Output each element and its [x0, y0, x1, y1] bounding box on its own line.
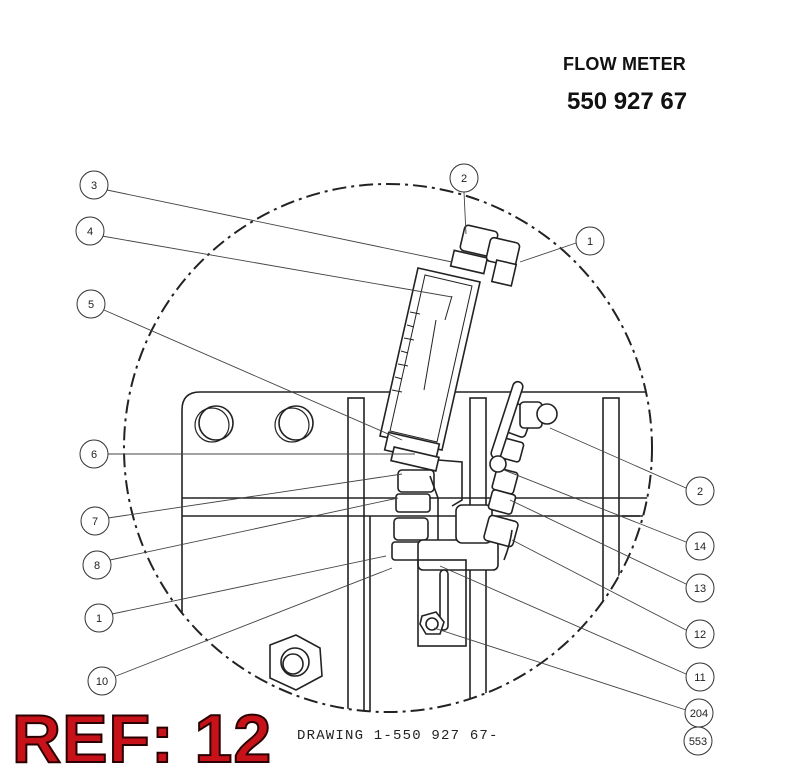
- callout-3: 3: [79, 170, 109, 200]
- callout-204: 204: [684, 698, 714, 728]
- svg-text:3: 3: [91, 180, 97, 192]
- svg-text:8: 8: [94, 560, 100, 572]
- leader-lines: [101, 189, 687, 711]
- callout-10: 10: [87, 666, 117, 696]
- svg-text:11: 11: [694, 672, 705, 684]
- drawing-number: DRAWING 1-550 927 67-: [297, 728, 499, 744]
- callout-1-bottom: 1: [84, 603, 114, 633]
- callout-12: 12: [685, 619, 715, 649]
- svg-text:1: 1: [587, 236, 593, 248]
- svg-text:7: 7: [92, 516, 98, 528]
- svg-text:4: 4: [87, 226, 93, 238]
- ref-label: REF: 12: [11, 700, 273, 778]
- part-number: 550 927 67: [567, 88, 688, 115]
- callout-8: 8: [82, 550, 112, 580]
- svg-text:2: 2: [697, 486, 703, 498]
- callout-2-right: 2: [685, 476, 715, 506]
- svg-text:10: 10: [96, 676, 108, 688]
- svg-text:204: 204: [690, 708, 708, 720]
- svg-text:553: 553: [689, 736, 707, 748]
- callout-13: 13: [685, 573, 715, 603]
- callout-4: 4: [75, 216, 105, 246]
- flow-meter-body: [379, 224, 558, 647]
- diagram-title: FLOW METER: [563, 54, 686, 74]
- callout-11: 11: [685, 662, 715, 692]
- callout-5: 5: [76, 289, 106, 319]
- callout-1-top: 1: [575, 226, 605, 256]
- svg-text:1: 1: [96, 613, 102, 625]
- svg-text:12: 12: [694, 629, 706, 641]
- callout-6: 6: [79, 439, 109, 469]
- svg-text:6: 6: [91, 449, 97, 461]
- svg-text:14: 14: [694, 541, 706, 553]
- svg-text:5: 5: [88, 299, 94, 311]
- svg-text:13: 13: [694, 583, 706, 595]
- detail-circle: [123, 183, 653, 713]
- callout-14: 14: [685, 531, 715, 561]
- callout-7: 7: [80, 506, 110, 536]
- svg-text:2: 2: [461, 173, 467, 185]
- callout-2-top: 2: [449, 163, 479, 193]
- callout-553: 553: [683, 726, 713, 756]
